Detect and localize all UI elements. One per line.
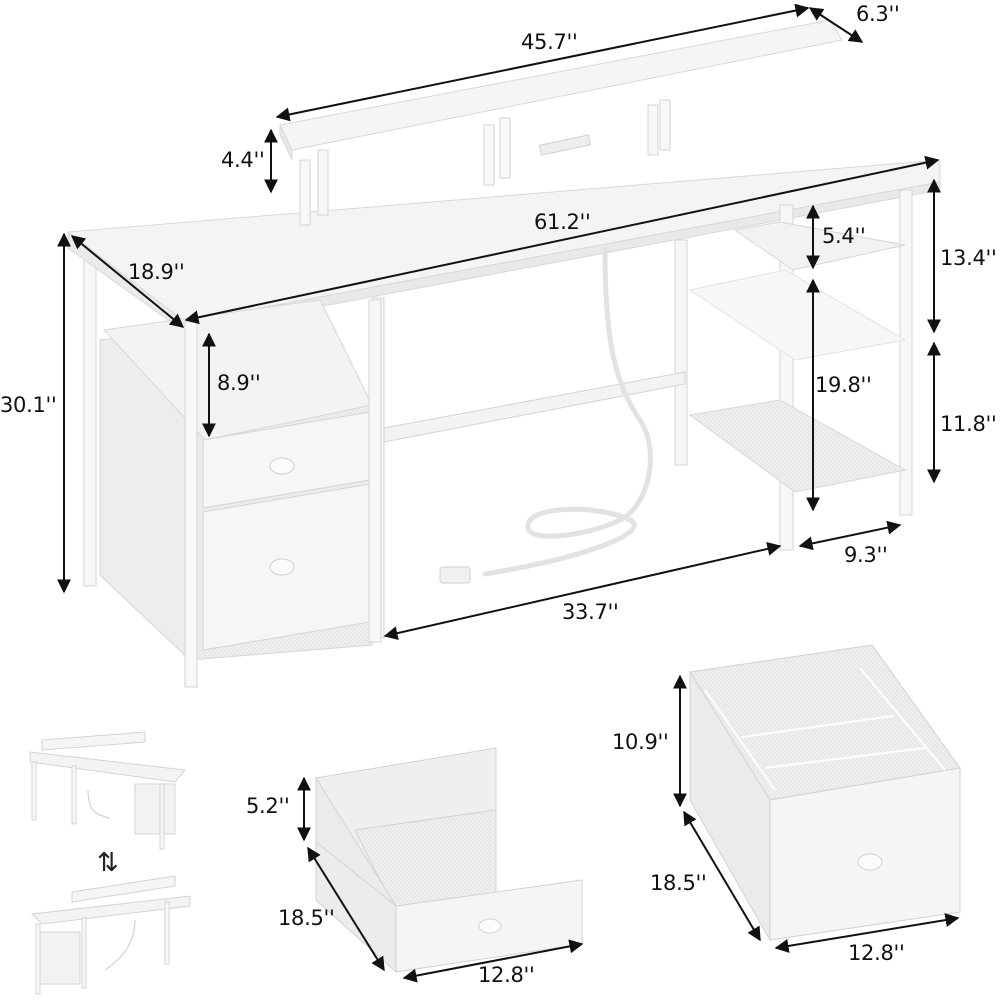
thumbnail-right-config xyxy=(29,731,186,850)
drawer-knob xyxy=(269,457,295,475)
monitor-stand-height-label: 4.4'' xyxy=(221,148,265,172)
small-drawer-illustration xyxy=(315,747,583,974)
file-drawer-width-label: 12.8'' xyxy=(848,941,905,965)
main-desk xyxy=(67,19,941,688)
desk-depth-label: 18.9'' xyxy=(128,260,185,284)
desk-height-label: 30.1'' xyxy=(0,393,57,417)
dimension-arrows xyxy=(57,3,941,641)
small-drawer-width-label: 12.8'' xyxy=(478,963,535,987)
small-drawer-depth-label: 18.5'' xyxy=(278,906,335,930)
file-drawer-illustration xyxy=(689,644,961,942)
shelf-top-gap-label: 5.4'' xyxy=(822,224,866,248)
small-drawer-height-label: 5.2'' xyxy=(246,794,290,818)
desk-length-label: 61.2'' xyxy=(534,210,591,234)
file-drawer-height-label: 10.9'' xyxy=(612,730,669,754)
monitor-stand-length-label: 45.7'' xyxy=(521,30,578,54)
file-drawer-depth-label: 18.5'' xyxy=(650,871,707,895)
shelf-upper-section-label: 13.4'' xyxy=(940,246,997,270)
drawer-knob xyxy=(269,558,295,576)
plug-icon xyxy=(439,566,471,584)
shelf-lower-span-label: 19.8'' xyxy=(815,373,872,397)
monitor-stand-depth-label: 6.3'' xyxy=(856,2,900,26)
shelf-lower-section-label: 11.8'' xyxy=(940,412,997,436)
drawer-shelf-clearance-label: 8.9'' xyxy=(217,371,261,395)
thumbnail-left-config xyxy=(30,875,191,995)
shelf-width-label: 9.3'' xyxy=(844,543,888,567)
legroom-width-label: 33.7'' xyxy=(562,600,619,624)
swap-vertical-arrows-icon: ⇅ xyxy=(97,848,119,878)
